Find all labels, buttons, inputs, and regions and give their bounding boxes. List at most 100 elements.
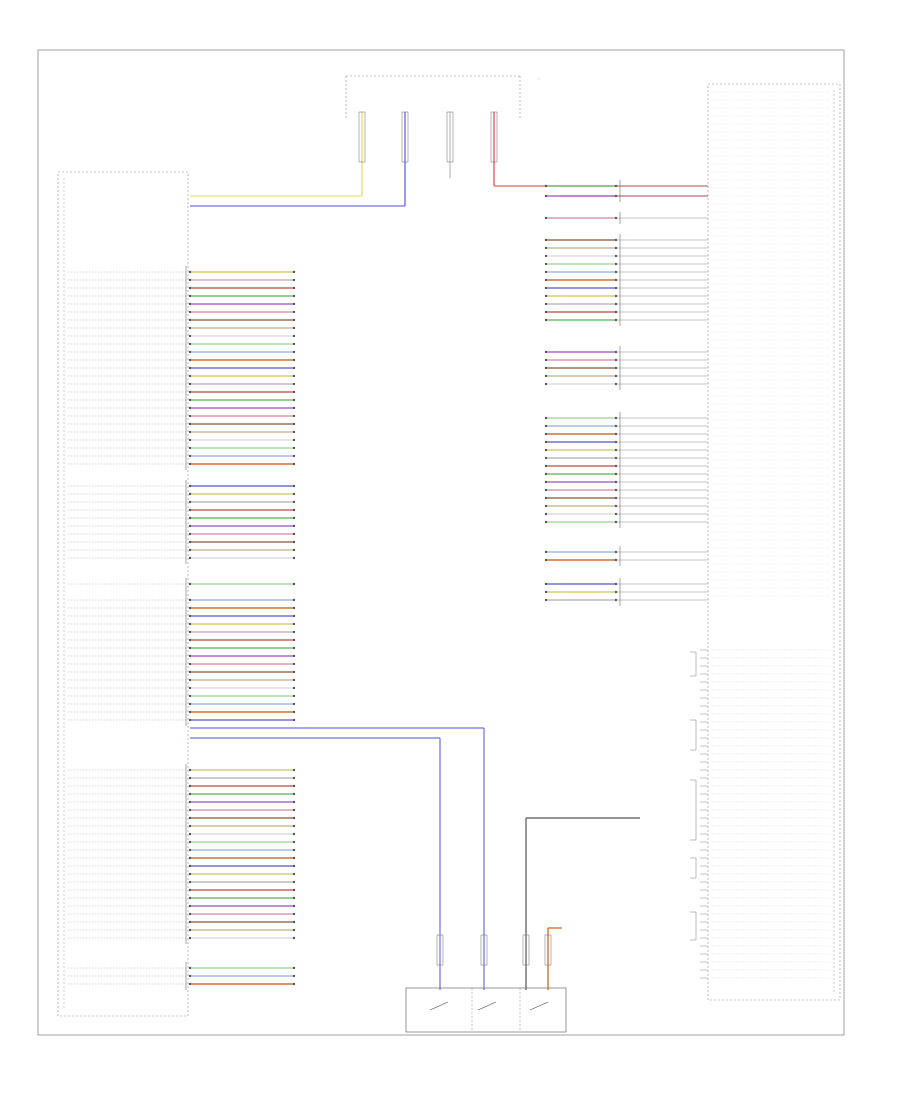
left-wire-row — [68, 710, 296, 714]
right-wire-row — [544, 358, 708, 362]
right-module-outline — [707, 83, 841, 1001]
right-wire-row — [544, 432, 708, 436]
right-wire-row — [544, 448, 708, 452]
right-wire-row — [544, 238, 708, 242]
left-wire-row — [68, 888, 296, 892]
right-wire-row — [544, 246, 708, 250]
left-wire-row — [68, 808, 296, 812]
left-module-outline — [57, 171, 189, 1017]
right-wire-row — [544, 416, 708, 420]
right-wire-row — [544, 216, 708, 220]
left-wire-row — [68, 880, 296, 884]
component-bracket — [690, 779, 697, 841]
component-bracket — [690, 719, 697, 751]
left-wire-row — [68, 872, 296, 876]
left-wire-row — [68, 598, 296, 602]
left-wire-row — [68, 816, 296, 820]
right-wire-row — [544, 382, 708, 386]
right-wire-row — [544, 456, 708, 460]
left-wire-row — [68, 904, 296, 908]
left-wire-row — [68, 694, 296, 698]
right-wire-row — [544, 550, 708, 554]
svg-text:◦: ◦ — [538, 76, 540, 81]
right-wire-row — [544, 504, 708, 508]
left-connector-rows — [68, 266, 296, 990]
left-wire-row — [68, 390, 296, 394]
left-wire-row — [68, 718, 296, 722]
left-wire-row — [68, 702, 296, 706]
right-wire-row — [544, 424, 708, 428]
bottom-switch-bus — [190, 727, 640, 990]
component-bracket — [690, 857, 697, 879]
left-wire-row — [68, 928, 296, 932]
left-wire-row — [68, 484, 296, 488]
left-wire-row — [68, 516, 296, 520]
left-wire-row — [68, 686, 296, 690]
left-wire-row — [68, 670, 296, 674]
right-wire-row — [544, 194, 708, 198]
left-wire-row — [68, 422, 296, 426]
left-wire-row — [68, 350, 296, 354]
left-wire-row — [68, 278, 296, 282]
right-module-pins — [690, 91, 830, 979]
left-wire-row — [68, 302, 296, 306]
left-wire-row — [68, 832, 296, 836]
right-wire-row — [544, 310, 708, 314]
left-wire-row — [68, 768, 296, 772]
right-wire-row — [544, 262, 708, 266]
left-wire-row — [68, 792, 296, 796]
right-wire-row — [544, 366, 708, 370]
right-wire-row — [544, 286, 708, 290]
left-wire-row — [68, 848, 296, 852]
left-wire-row — [68, 582, 296, 586]
left-wire-row — [68, 654, 296, 658]
left-wire-row — [68, 286, 296, 290]
left-wire-row — [68, 966, 296, 970]
left-wire-row — [68, 678, 296, 682]
left-wire-row — [68, 334, 296, 338]
left-wire-row — [68, 406, 296, 410]
left-wire-row — [68, 294, 296, 298]
left-wire-row — [68, 776, 296, 780]
left-wire-row — [68, 974, 296, 978]
right-wire-row — [544, 472, 708, 476]
left-wire-row — [68, 438, 296, 442]
diagram-border — [37, 49, 845, 1036]
left-wire-row — [68, 454, 296, 458]
right-wire-row — [544, 520, 708, 524]
left-wire-row — [68, 382, 296, 386]
left-wire-row — [68, 508, 296, 512]
left-wire-row — [68, 662, 296, 666]
left-wire-row — [68, 856, 296, 860]
left-wire-row — [68, 270, 296, 274]
left-wire-row — [68, 366, 296, 370]
left-wire-row — [68, 524, 296, 528]
left-wire-row — [68, 430, 296, 434]
left-wire-row — [68, 646, 296, 650]
left-wire-row — [68, 492, 296, 496]
left-wire-row — [68, 936, 296, 940]
left-wire-row — [68, 784, 296, 788]
left-wire-row — [68, 800, 296, 804]
right-wire-row — [544, 302, 708, 306]
left-wire-row — [68, 638, 296, 642]
right-wire-row — [544, 270, 708, 274]
left-wire-row — [68, 630, 296, 634]
left-wire-row — [68, 358, 296, 362]
right-wire-row — [544, 480, 708, 484]
right-wire-row — [544, 318, 708, 322]
left-wire-row — [68, 896, 296, 900]
left-wire-row — [68, 462, 296, 466]
right-wire-row — [544, 464, 708, 468]
left-wire-row — [68, 912, 296, 916]
top-fuse-wires — [190, 111, 708, 207]
left-wire-row — [68, 446, 296, 450]
left-wire-row — [68, 982, 296, 986]
left-wire-row — [68, 614, 296, 618]
left-wire-row — [68, 840, 296, 844]
right-wire-row — [544, 558, 708, 562]
right-wire-row — [544, 488, 708, 492]
right-wire-row — [544, 512, 708, 516]
left-wire-row — [68, 500, 296, 504]
